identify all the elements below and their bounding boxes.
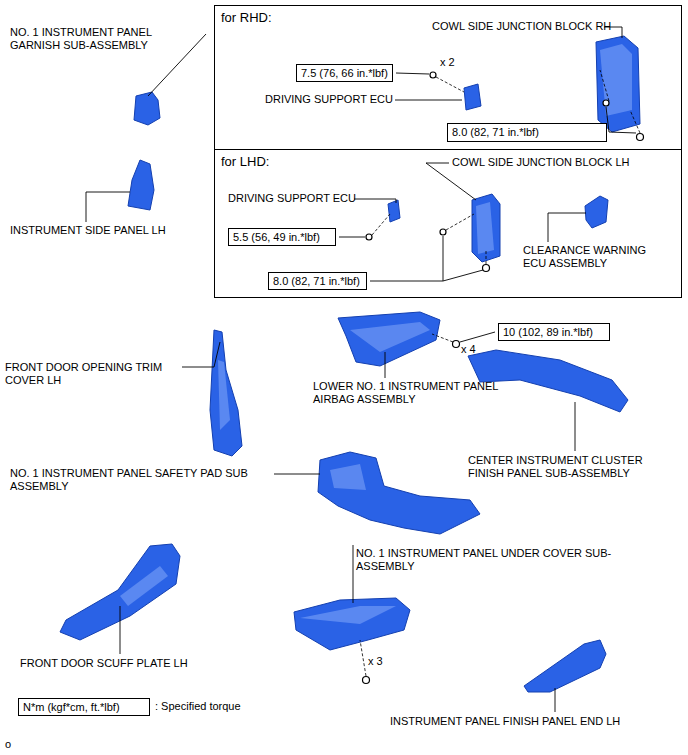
part-name: FRONT DOOR OPENING TRIM COVER LH — [5, 361, 185, 387]
bolt — [483, 265, 490, 272]
safety-pad-part — [318, 452, 480, 534]
torque-value: 8.0 (82, 71 in.*lbf) — [452, 126, 539, 138]
torque-box: N*m (kgf*cm, ft.*lbf) — [18, 698, 150, 716]
bolt — [637, 134, 644, 141]
part-name: NO. 1 INSTRUMENT PANEL SAFETY PAD SUB AS… — [10, 467, 270, 493]
part-name: INSTRUMENT PANEL FINISH PANEL END LH — [390, 715, 620, 728]
part-name: LOWER NO. 1 INSTRUMENT PANEL AIRBAG ASSE… — [313, 380, 508, 406]
part-name: NO. 1 INSTRUMENT PANEL UNDER COVER SUB-A… — [356, 547, 626, 573]
variant-panel: for LHD: 5.5 (56, 49 in.*lbf) 8.0 (82, 71 … — [214, 149, 682, 298]
side-panel-part — [128, 160, 154, 210]
torque-value: 8.0 (82, 71 in.*lbf) — [273, 275, 360, 287]
ecu-part — [388, 200, 400, 222]
panel-end-part — [524, 640, 606, 692]
part-name: DRIVING SUPPORT ECU — [265, 93, 393, 106]
quantity-mark: x 3 — [368, 655, 383, 668]
torque-value: 10 (102, 89 in.*lbf) — [503, 326, 593, 338]
ecu-part — [464, 84, 481, 110]
torque-box: 8.0 (82, 71 in.*lbf) — [447, 123, 607, 142]
part-name: CENTER INSTRUMENT CLUSTER FINISH PANEL S… — [468, 454, 658, 480]
part-name: INSTRUMENT SIDE PANEL LH — [10, 224, 166, 237]
quantity-mark: x 2 — [440, 56, 455, 69]
junction-block-part — [596, 36, 640, 132]
torque-box: 7.5 (76, 66 in.*lbf) — [296, 64, 393, 82]
part-name: CLEARANCE WARNING ECU ASSEMBLY — [523, 244, 653, 270]
ecu-part — [585, 196, 608, 228]
part-name: : Specified torque — [155, 700, 241, 713]
bolt — [366, 234, 372, 240]
part-name: FRONT DOOR SCUFF PLATE LH — [20, 657, 188, 670]
garnish-part — [134, 92, 160, 125]
bolt — [363, 677, 370, 684]
bolt — [440, 229, 446, 235]
variant-heading: for LHD: — [215, 150, 275, 173]
torque-box: 8.0 (82, 71 in.*lbf) — [268, 272, 367, 290]
torque-value: N*m (kgf*cm, ft.*lbf) — [23, 701, 120, 713]
part-name: COWL SIDE JUNCTION BLOCK LH — [452, 156, 629, 169]
part-name: o — [5, 738, 11, 751]
variant-heading: for RHD: — [215, 6, 278, 29]
airbag-part — [338, 312, 440, 366]
part-name: NO. 1 INSTRUMENT PANEL GARNISH SUB-ASSEM… — [10, 26, 185, 52]
torque-value: 5.5 (56, 49 in.*lbf) — [233, 231, 320, 243]
quantity-mark: x 4 — [461, 343, 476, 356]
torque-value: 7.5 (76, 66 in.*lbf) — [301, 67, 388, 79]
under-cover-part — [294, 598, 410, 650]
part-name: DRIVING SUPPORT ECU — [228, 192, 356, 205]
trim-cover-part — [210, 330, 242, 456]
bolt — [453, 341, 460, 348]
torque-box: 5.5 (56, 49 in.*lbf) — [228, 228, 336, 246]
bolt — [603, 100, 609, 106]
bolt — [430, 72, 436, 78]
torque-box: 10 (102, 89 in.*lbf) — [498, 323, 610, 341]
part-name: COWL SIDE JUNCTION BLOCK RH — [432, 20, 611, 33]
